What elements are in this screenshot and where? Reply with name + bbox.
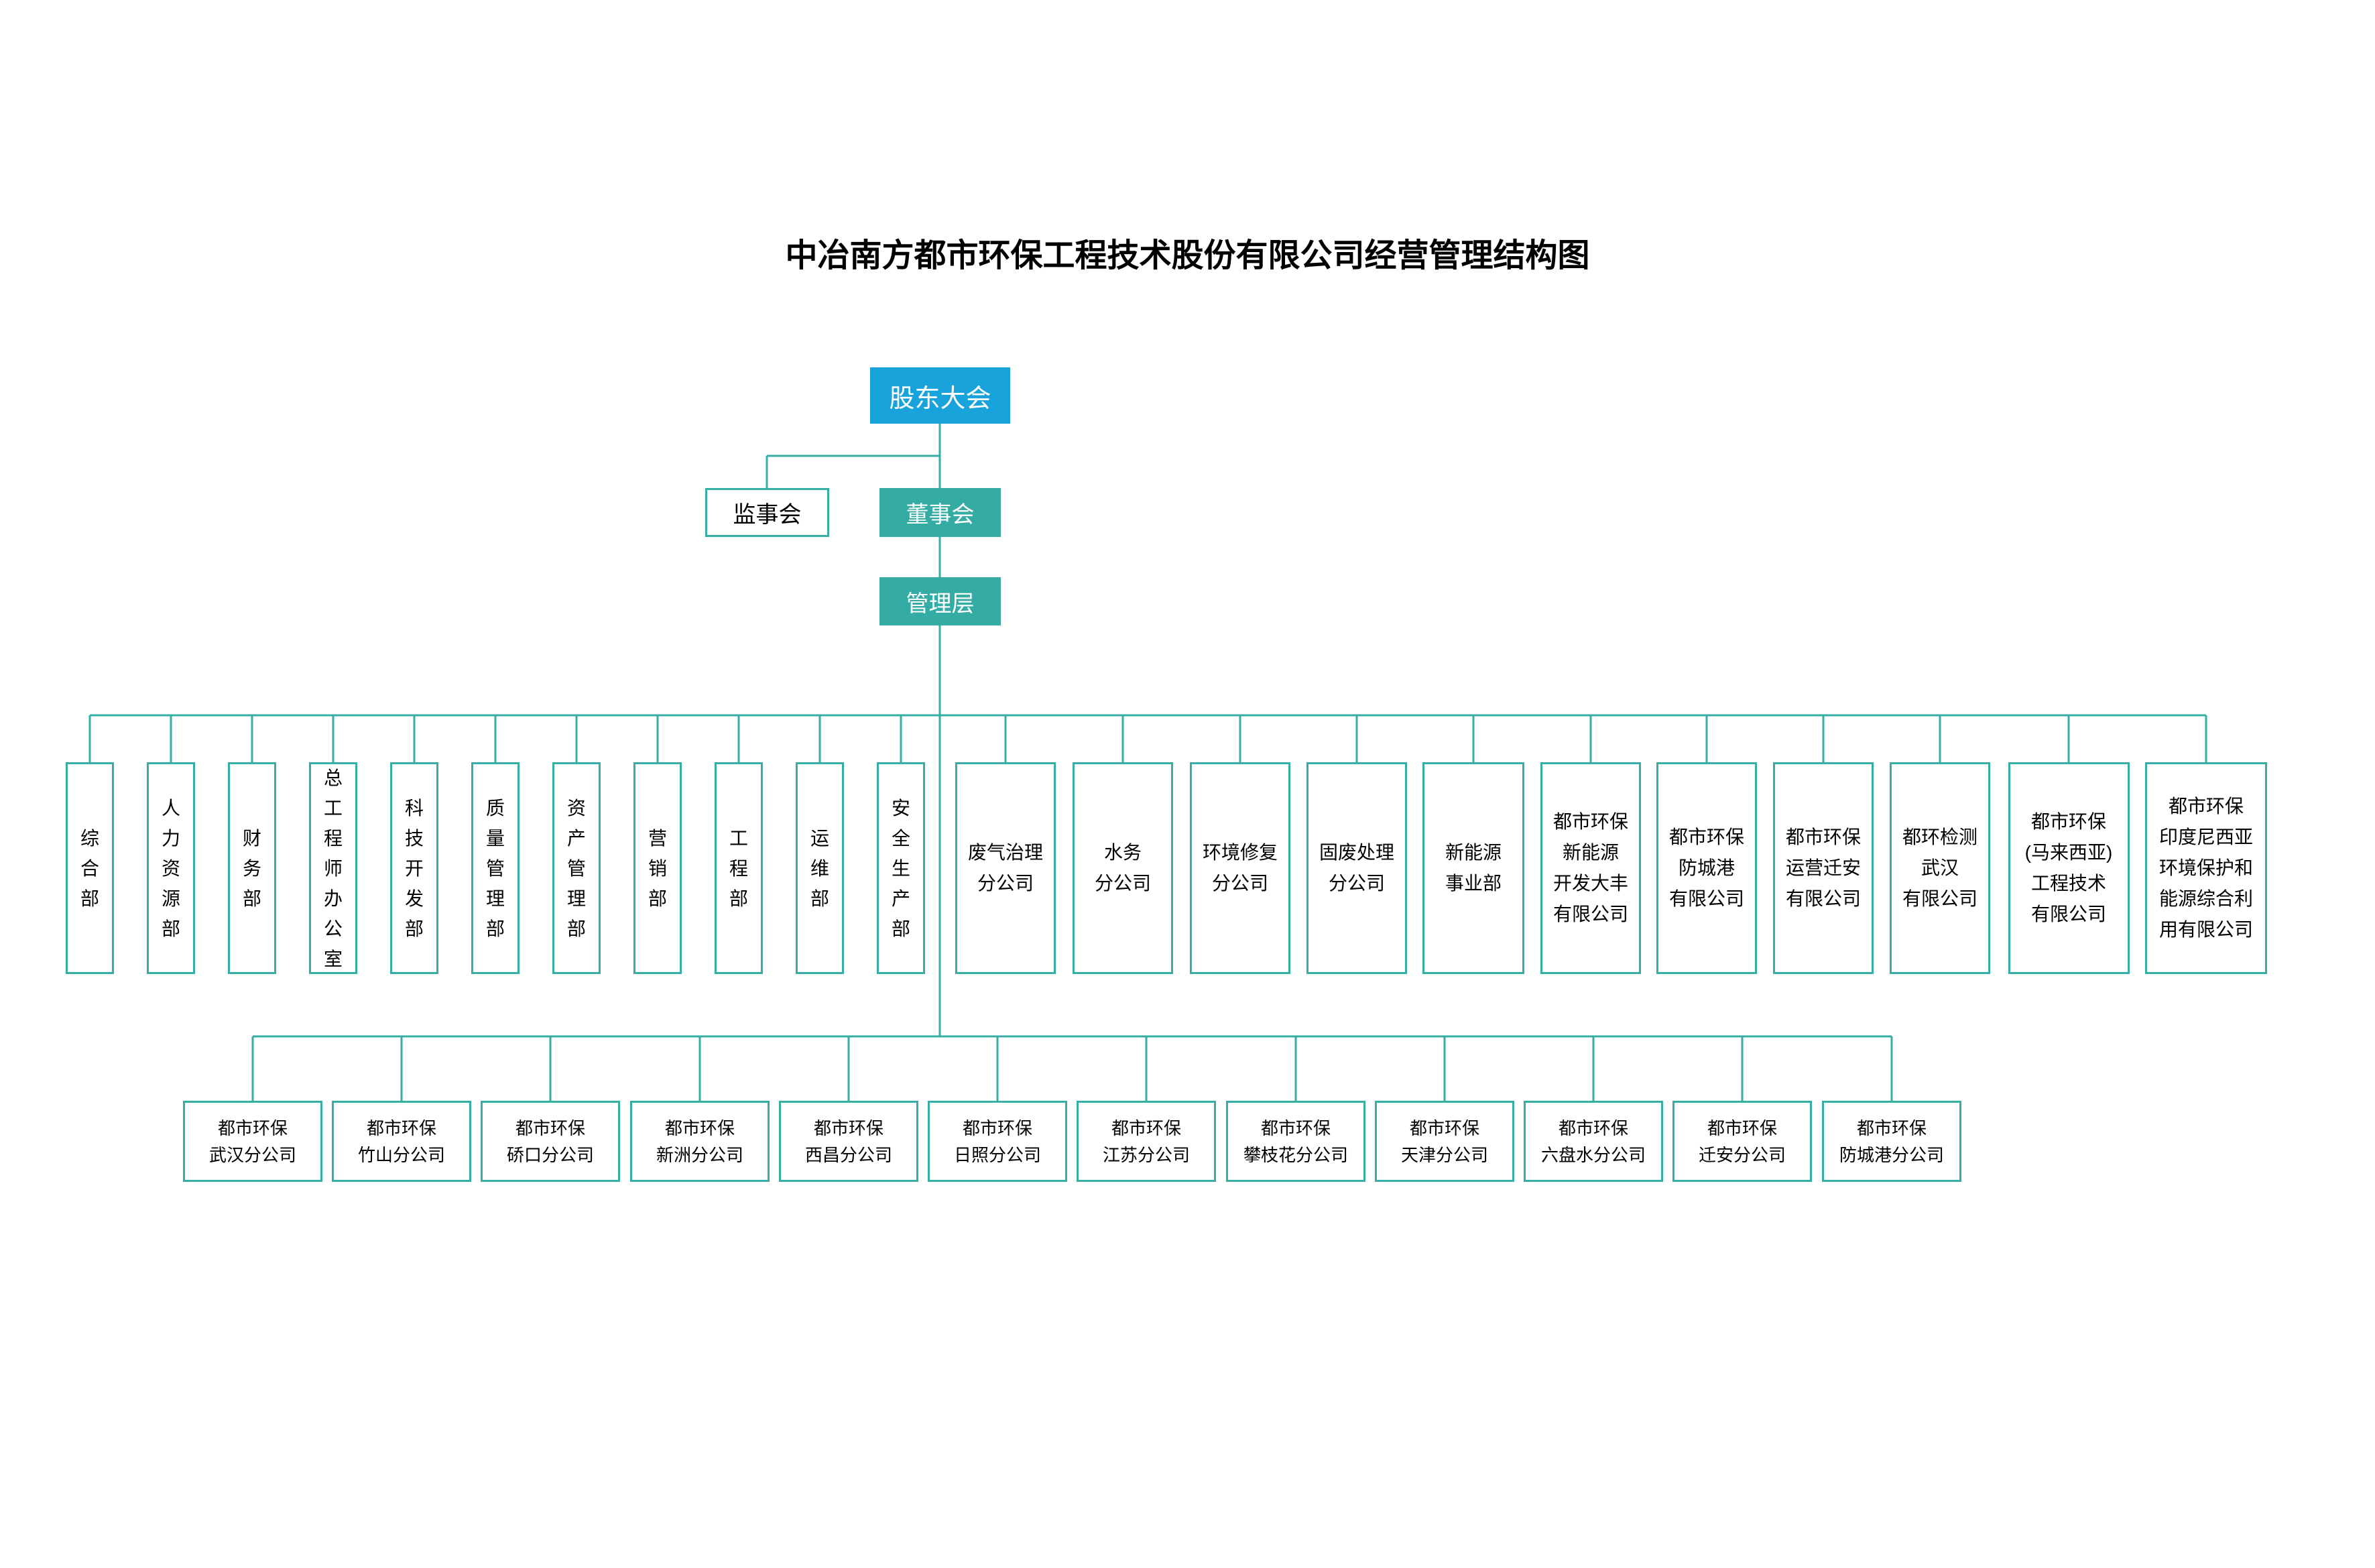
org-box-shareholders: 股东大会 [870, 367, 1010, 424]
subsidiary-box: 都市环保 运营迁安 有限公司 [1773, 762, 1874, 974]
branch-box: 都市环保 武汉分公司 [183, 1101, 322, 1182]
subsidiary-box: 都环检测 武汉 有限公司 [1890, 762, 1990, 974]
branch-box: 都市环保 西昌分公司 [779, 1101, 918, 1182]
subsidiary-box: 都市环保 (马来西亚) 工程技术 有限公司 [2008, 762, 2130, 974]
subsidiary-box: 都市环保 新能源 开发大丰 有限公司 [1540, 762, 1641, 974]
department-box: 综 合 部 [66, 762, 114, 974]
department-box: 工 程 部 [715, 762, 763, 974]
department-box: 安 全 生 产 部 [877, 762, 925, 974]
branch-box: 都市环保 硚口分公司 [481, 1101, 620, 1182]
department-box: 运 维 部 [796, 762, 844, 974]
branch-box: 都市环保 防城港分公司 [1822, 1101, 1961, 1182]
branch-box: 都市环保 六盘水分公司 [1524, 1101, 1663, 1182]
department-box: 营 销 部 [633, 762, 682, 974]
department-box: 财 务 部 [228, 762, 276, 974]
branch-box: 都市环保 日照分公司 [928, 1101, 1067, 1182]
department-box: 总 工 程 师 办 公 室 [309, 762, 357, 974]
department-box: 质 量 管 理 部 [471, 762, 520, 974]
branch-box: 都市环保 江苏分公司 [1077, 1101, 1216, 1182]
branch-box: 都市环保 竹山分公司 [332, 1101, 471, 1182]
subsidiary-box: 都市环保 印度尼西亚 环境保护和 能源综合利 用有限公司 [2145, 762, 2267, 974]
department-box: 人 力 资 源 部 [147, 762, 195, 974]
page-title: 中冶南方都市环保工程技术股份有限公司经营管理结构图 [785, 238, 1590, 274]
branch-box: 都市环保 攀枝花分公司 [1226, 1101, 1365, 1182]
org-box-board: 董事会 [879, 488, 1001, 537]
subsidiary-box: 固废处理 分公司 [1306, 762, 1407, 974]
subsidiary-box: 环境修复 分公司 [1190, 762, 1290, 974]
subsidiary-box: 水务 分公司 [1073, 762, 1173, 974]
subsidiary-box: 废气治理 分公司 [955, 762, 1056, 974]
branch-box: 都市环保 天津分公司 [1375, 1101, 1514, 1182]
department-box: 资 产 管 理 部 [552, 762, 601, 974]
org-box-management: 管理层 [879, 577, 1001, 625]
branch-box: 都市环保 迁安分公司 [1672, 1101, 1812, 1182]
org-box-supervisory: 监事会 [705, 488, 829, 537]
subsidiary-box: 都市环保 防城港 有限公司 [1656, 762, 1757, 974]
department-box: 科 技 开 发 部 [390, 762, 438, 974]
subsidiary-box: 新能源 事业部 [1422, 762, 1524, 974]
branch-box: 都市环保 新洲分公司 [630, 1101, 770, 1182]
